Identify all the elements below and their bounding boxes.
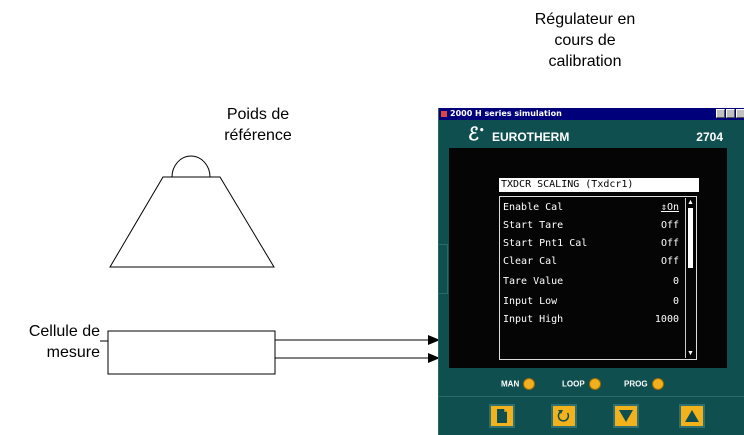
param-value[interactable]: Off (660, 238, 679, 249)
status-leds: MAN LOOP PROG (439, 374, 744, 394)
list-item[interactable]: Enable Cal ⇕On (503, 199, 679, 217)
list-item[interactable]: Start Pnt1 Cal Off (503, 235, 679, 253)
scroll-button[interactable] (551, 404, 577, 428)
eurotherm-logo-icon: ℰ• (468, 124, 485, 145)
window-controls (715, 109, 744, 119)
down-button[interactable] (613, 404, 639, 428)
down-arrow-icon (619, 410, 633, 422)
param-label: Clear Cal (503, 256, 558, 267)
up-button[interactable] (679, 404, 705, 428)
list-item[interactable]: Tare Value 0 (503, 273, 679, 291)
led-label: LOOP (562, 379, 585, 389)
window-titlebar[interactable]: 2000 H series simulation (439, 108, 744, 120)
regulator-caption-line: calibration (548, 53, 622, 70)
close-button[interactable] (736, 109, 744, 118)
param-value[interactable]: ⇕On (660, 202, 679, 213)
list-item[interactable]: Input Low 0 (503, 293, 679, 311)
minimize-button[interactable] (716, 109, 725, 118)
keypad (439, 404, 744, 428)
divider (439, 396, 744, 397)
brand-name: EUROTHERM (492, 130, 570, 144)
weight-caption: Poids de référence (208, 104, 308, 146)
menu-title: TXDCR SCALING (Txdcr1) (499, 178, 699, 192)
led-prog: PROG (624, 378, 664, 390)
param-value[interactable]: 0 (672, 276, 679, 287)
up-arrow-icon (685, 410, 699, 422)
weight-caption-line: référence (224, 127, 292, 144)
param-value[interactable]: 1000 (654, 314, 679, 325)
led-loop: LOOP (562, 378, 601, 390)
panel-side-notch (438, 244, 448, 294)
arrowhead-bottom-icon (428, 353, 440, 363)
reference-weight-shape (109, 176, 275, 268)
logo-glyph: ℰ (468, 124, 479, 145)
list-item[interactable]: Start Tare Off (503, 217, 679, 235)
led-label: MAN (501, 379, 520, 389)
page-button[interactable] (489, 404, 515, 428)
led-label: PROG (624, 379, 648, 389)
param-label: Input Low (503, 296, 558, 307)
parameter-list: Enable Cal ⇕On Start Tare Off Start Pnt1… (499, 196, 697, 360)
param-value[interactable]: Off (660, 256, 679, 267)
led-indicator-icon (588, 378, 601, 390)
led-indicator-icon (523, 378, 536, 390)
param-label: Input High (503, 314, 564, 325)
list-item[interactable]: Input High 1000 (503, 311, 679, 329)
list-scrollbar[interactable]: ▲ ▼ (685, 198, 695, 358)
scroll-down-icon[interactable]: ▼ (687, 350, 694, 357)
led-indicator-icon (651, 378, 664, 390)
scroll-up-icon[interactable]: ▲ (687, 199, 694, 206)
arrowhead-top-icon (428, 335, 440, 345)
controller-window: 2000 H series simulation ℰ• EUROTHERM 27… (438, 108, 744, 435)
maximize-button[interactable] (726, 109, 735, 118)
reference-weight-handle (171, 155, 211, 178)
param-label: Tare Value (503, 276, 564, 287)
scroll-icon (557, 410, 570, 422)
controller-header: ℰ• EUROTHERM 2704 (449, 120, 744, 148)
window-title: 2000 H series simulation (450, 109, 562, 118)
model-number: 2704 (696, 130, 723, 144)
regulator-caption-line: Régulateur en (534, 11, 636, 28)
param-label: Enable Cal (503, 202, 564, 213)
load-cell-caption-line: Cellule de (28, 323, 100, 340)
scroll-thumb[interactable] (688, 208, 693, 268)
app-icon (441, 111, 447, 117)
load-cell-shape (107, 330, 276, 375)
param-value[interactable]: 0 (672, 296, 679, 307)
controller-display: TXDCR SCALING (Txdcr1) Enable Cal ⇕On St… (449, 148, 727, 368)
regulator-caption: Régulateur en cours de calibration (510, 9, 660, 72)
weight-caption-line: Poids de (226, 106, 290, 123)
load-cell-caption: Cellule de mesure (0, 321, 100, 363)
led-man: MAN (501, 378, 536, 390)
list-item[interactable]: Clear Cal Off (503, 253, 679, 271)
regulator-caption-line: cours de (554, 32, 616, 49)
param-value[interactable]: Off (660, 220, 679, 231)
param-label: Start Pnt1 Cal (503, 238, 588, 249)
param-label: Start Tare (503, 220, 564, 231)
page-icon (497, 409, 507, 423)
load-cell-caption-line: mesure (46, 344, 100, 361)
